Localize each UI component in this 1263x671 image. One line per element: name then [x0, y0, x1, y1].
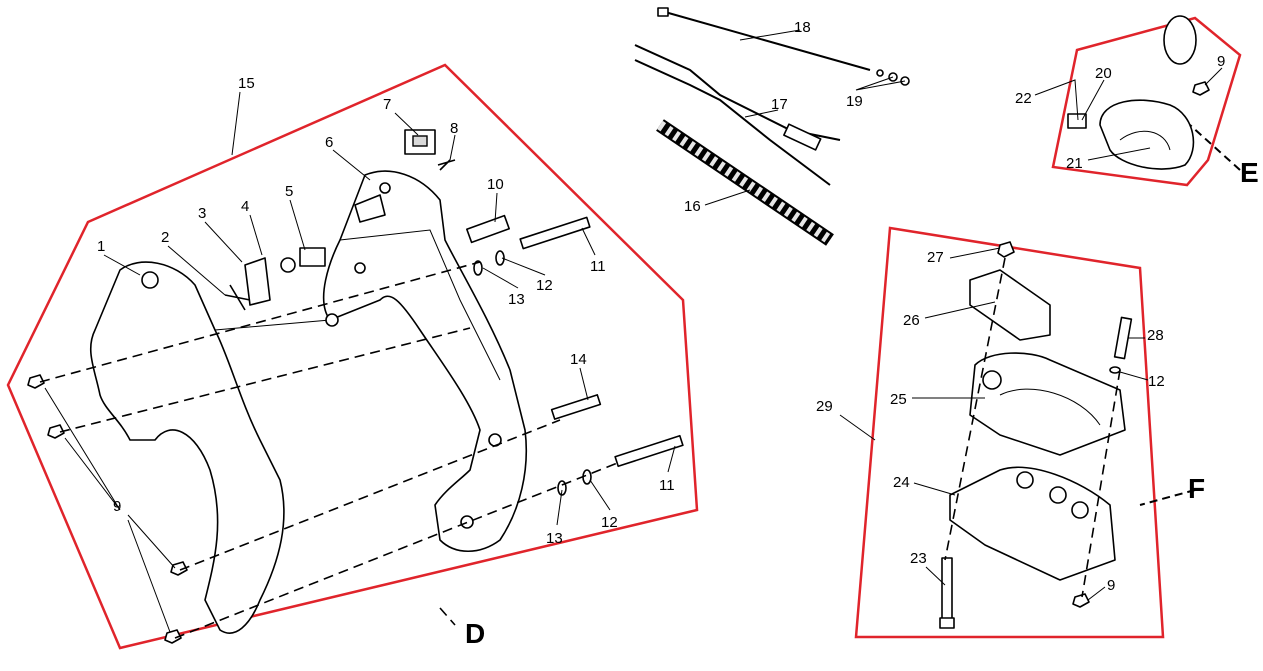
clamp-part-26 [969, 269, 1051, 341]
label-28: 28 [1147, 327, 1164, 344]
bolt-part-11a [519, 216, 591, 250]
cables-assembly [634, 7, 910, 246]
housing-assembly [27, 129, 684, 644]
spring-part-2 [224, 284, 251, 311]
wire-harness-part-17 [634, 44, 841, 186]
label-21: 21 [1066, 155, 1083, 172]
group-f-boundary [854, 226, 1165, 639]
clamp-part-21 [1099, 99, 1195, 170]
label-14: 14 [570, 351, 587, 368]
switch-part-7 [404, 129, 436, 155]
label-6: 6 [325, 134, 333, 151]
label-23: 23 [910, 550, 927, 567]
lever-part-4 [244, 257, 271, 306]
label-10: 10 [487, 176, 504, 193]
housing-right-cover [322, 170, 528, 552]
label-9b: 9 [1217, 53, 1225, 70]
label-22: 22 [1015, 90, 1032, 107]
label-12b: 12 [601, 514, 618, 531]
label-9c: 9 [1107, 577, 1115, 594]
label-27: 27 [927, 249, 944, 266]
label-5: 5 [285, 183, 293, 200]
label-20: 20 [1095, 65, 1112, 82]
housing-left-cover [89, 261, 285, 634]
label-26: 26 [903, 312, 920, 329]
clamp-block-assembly [939, 241, 1133, 629]
label-12a: 12 [536, 277, 553, 294]
label-7: 7 [383, 96, 391, 113]
clamp-lower-part-24 [949, 466, 1116, 581]
label-17: 17 [771, 96, 788, 113]
label-2: 2 [161, 229, 169, 246]
label-29: 29 [816, 398, 833, 415]
label-13a: 13 [508, 291, 525, 308]
bolt-part-23 [941, 557, 953, 621]
group-label-f: F [1188, 473, 1205, 504]
label-19: 19 [846, 93, 863, 110]
group-d-boundary [6, 63, 699, 650]
bracket-part-5 [299, 247, 326, 267]
label-11a: 11 [590, 258, 606, 275]
leader-lines [44, 29, 1241, 633]
bolt-part-11b [614, 434, 684, 468]
part-labels: 15 7 8 6 10 3 4 5 2 1 11 13 12 14 11 13 … [97, 19, 1259, 649]
label-9a: 9 [113, 498, 121, 515]
label-16: 16 [684, 198, 701, 215]
label-8: 8 [450, 120, 458, 137]
screw-part-20 [1067, 113, 1087, 129]
label-1: 1 [97, 238, 105, 255]
label-24: 24 [893, 474, 910, 491]
clamp-upper-part-25 [969, 352, 1126, 456]
ring-part [1163, 15, 1197, 65]
label-4: 4 [241, 198, 249, 215]
label-18: 18 [794, 19, 811, 36]
screw-part-8 [437, 159, 456, 171]
label-3: 3 [198, 205, 206, 222]
group-label-d: D [465, 618, 485, 649]
clamp-ring-assembly [1067, 15, 1210, 170]
label-15: 15 [238, 75, 255, 92]
bolt-part-10 [466, 214, 510, 244]
label-12c: 12 [1148, 373, 1165, 390]
cable-part-18 [664, 11, 871, 71]
bolt-part-14 [550, 394, 602, 420]
label-11b: 11 [659, 477, 675, 494]
group-e-boundary [1051, 16, 1242, 187]
label-13b: 13 [546, 530, 563, 547]
bolt-part-28 [1113, 316, 1133, 360]
group-label-e: E [1240, 157, 1259, 188]
label-25: 25 [890, 391, 907, 408]
spring-part-3 [280, 257, 296, 273]
